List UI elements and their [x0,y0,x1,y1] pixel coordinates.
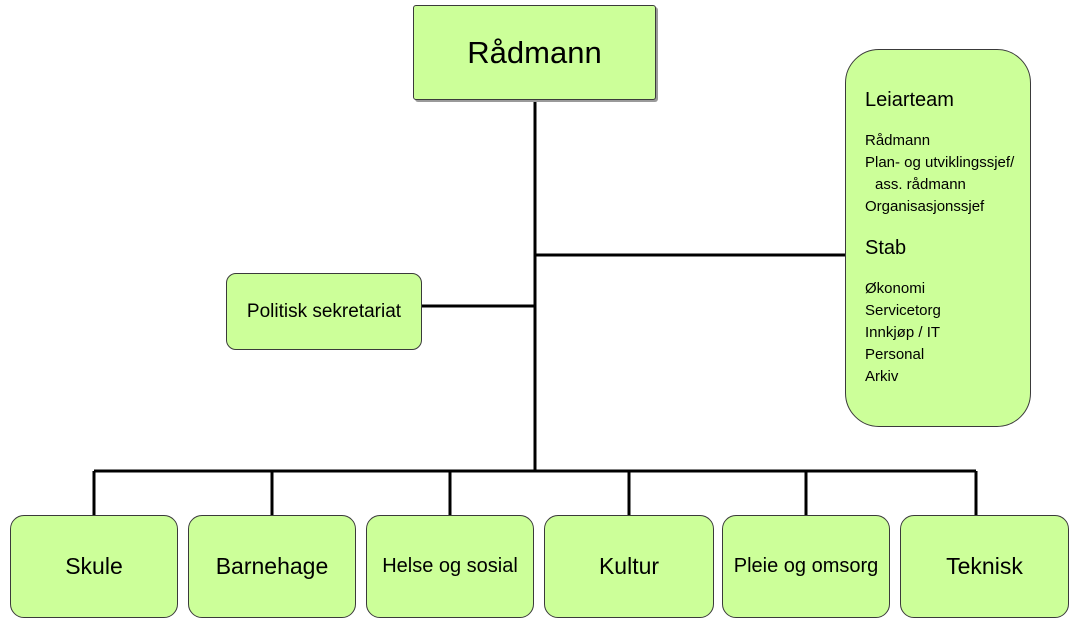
department-box-pleie-og-omsorg: Pleie og omsorg [722,515,890,618]
department-box-skule: Skule [10,515,178,618]
department-label: Barnehage [215,553,329,579]
department-label: Pleie og omsorg [733,555,879,577]
politisk-sekretariat-label: Politisk sekretariat [246,300,402,322]
department-label: Helse og sosial [382,555,518,577]
stab-item: Servicetorg [865,302,941,319]
radmann-label: Rådmann [467,34,602,70]
department-label: Skule [65,553,123,579]
leiarteam-item: ass. rådmann [875,176,966,193]
politisk-sekretariat-box: Politisk sekretariat [226,273,422,350]
leiarteam-heading: Leiarteam [865,89,954,111]
radmann-box: Rådmann [413,5,656,100]
department-box-barnehage: Barnehage [188,515,356,618]
department-box-teknisk: Teknisk [900,515,1069,618]
leiarteam-item: Organisasjonssjef [865,198,985,215]
stab-item: Økonomi [865,280,926,297]
stab-item: Arkiv [865,368,899,385]
leiarteam-stab-box: Leiarteam Rådmann Plan- og utviklingssje… [845,49,1031,427]
department-box-kultur: Kultur [544,515,714,618]
leiarteam-item: Rådmann [865,132,931,149]
department-label: Teknisk [946,553,1023,579]
stab-heading: Stab [865,237,907,259]
department-label: Kultur [598,553,660,579]
department-box-helse-og-sosial: Helse og sosial [366,515,534,618]
stab-item: Personal [865,346,925,363]
stab-item: Innkjøp / IT [865,324,941,341]
leiarteam-item: Plan- og utviklingssjef/ [865,154,1015,171]
